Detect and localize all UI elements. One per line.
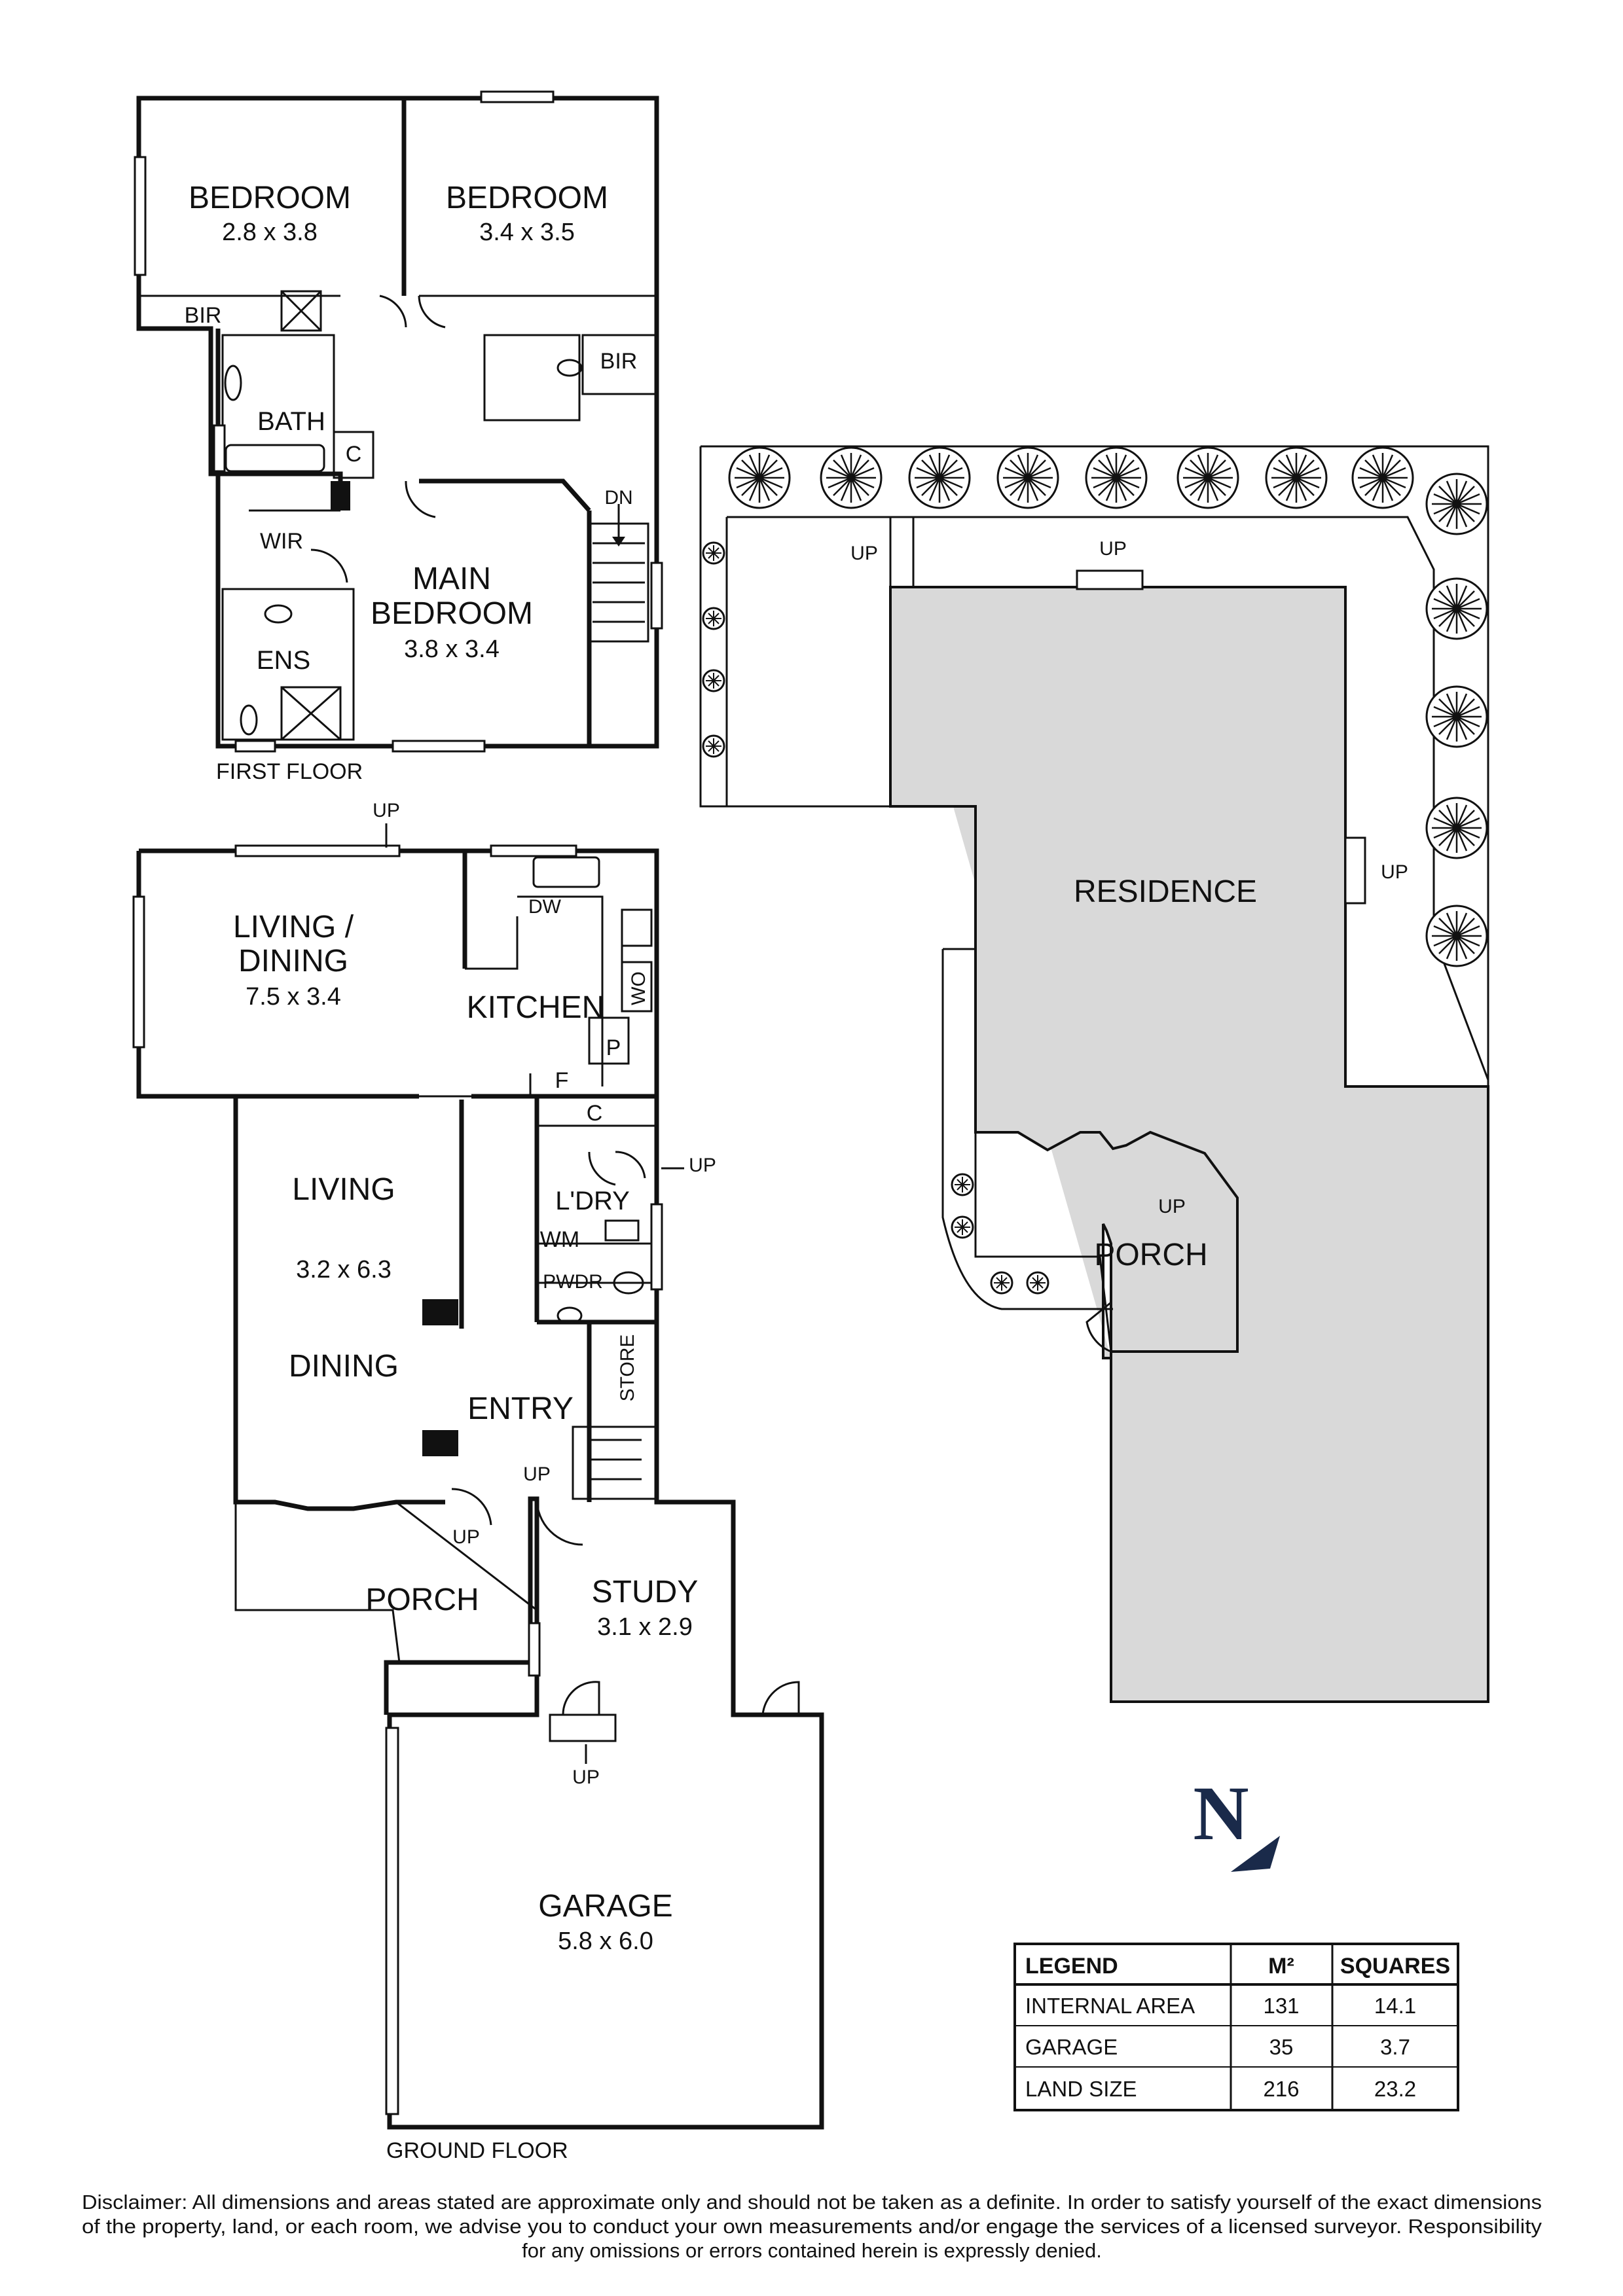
store-label: STORE	[617, 1335, 638, 1402]
legend-row-m2: 131	[1263, 1994, 1299, 2018]
cupboard-gf-label: C	[587, 1101, 603, 1126]
compass-letter: N	[1193, 1770, 1249, 1856]
ground-floor-title: GROUND FLOOR	[386, 2138, 568, 2163]
porch-label: PORCH	[365, 1583, 479, 1617]
living-label: LIVING	[292, 1172, 395, 1207]
living-dining-dims: 7.5 x 3.4	[246, 983, 341, 1011]
disclaimer-line-3: for any omissions or errors contained he…	[522, 2239, 1102, 2262]
kitchen-label: KITCHEN	[467, 990, 605, 1025]
tree-icon	[728, 446, 791, 509]
legend-row-m2: 35	[1269, 2035, 1294, 2059]
legend-row-m2: 216	[1263, 2077, 1299, 2101]
site-up-label-top: UP	[1099, 538, 1127, 560]
disclaimer: Disclaimer: All dimensions and areas sta…	[82, 2191, 1542, 2262]
living-dining-label-line1: LIVING /	[233, 910, 354, 944]
up-label-laundry: UP	[689, 1155, 716, 1176]
first-floor-title: FIRST FLOOR	[216, 759, 363, 784]
legend-header-squares: SQUARES	[1340, 1954, 1450, 1979]
site-up-label-left: UP	[850, 543, 878, 564]
tree-icon	[1265, 446, 1328, 509]
tree-icon	[1351, 446, 1414, 509]
tree-icon	[1425, 577, 1488, 640]
shrub-icon	[990, 1271, 1013, 1295]
tree-icon	[1425, 473, 1488, 535]
bath-label: BATH	[257, 407, 325, 436]
dining-label: DINING	[289, 1349, 399, 1384]
legend-header-m2: M²	[1268, 1954, 1294, 1979]
legend-row-squares: 3.7	[1380, 2035, 1410, 2059]
tree-icon	[1425, 797, 1488, 859]
disclaimer-line-2: of the property, land, or each room, we …	[82, 2215, 1542, 2238]
up-label-porch: UP	[452, 1526, 480, 1548]
dn-label: DN	[604, 487, 632, 509]
tree-icon	[1176, 446, 1239, 509]
main-bedroom-dims: 3.8 x 3.4	[404, 636, 500, 663]
living-dims: 3.2 x 6.3	[296, 1256, 392, 1283]
legend-header-label: LEGEND	[1025, 1954, 1118, 1979]
bedroom-1-dims: 2.8 x 3.8	[222, 219, 318, 246]
residence-label: RESIDENCE	[1074, 874, 1257, 909]
ground-floor-plan: LIVING / DINING 7.5 x 3.4 DW WO KITCHEN …	[132, 800, 824, 2163]
tree-icon	[1425, 905, 1488, 967]
shrub-icon	[702, 669, 725, 692]
wm-label: WM	[540, 1227, 579, 1252]
tree-icon	[1425, 685, 1488, 748]
bedroom-2-dims: 3.4 x 3.5	[479, 219, 575, 246]
shrub-icon	[1026, 1271, 1049, 1295]
garage-dims: 5.8 x 6.0	[558, 1928, 653, 1955]
legend-row-label: GARAGE	[1025, 2035, 1118, 2059]
up-label-garage: UP	[572, 1767, 600, 1788]
disclaimer-line-1: Disclaimer: All dimensions and areas sta…	[82, 2191, 1542, 2214]
bedroom-2-label: BEDROOM	[446, 181, 608, 215]
shrub-icon	[702, 541, 725, 565]
up-label-entry: UP	[523, 1463, 551, 1485]
shrub-icon	[702, 734, 725, 758]
dw-label: DW	[528, 896, 562, 918]
wir-label: WIR	[260, 529, 303, 554]
shrub-icon	[702, 607, 725, 630]
compass-north-icon: N	[1193, 1770, 1280, 1872]
study-label: STUDY	[592, 1575, 699, 1609]
garage-label: GARAGE	[538, 1889, 672, 1924]
tree-icon	[996, 446, 1059, 509]
site-up-label-right: UP	[1381, 861, 1408, 883]
cupboard-label: C	[346, 442, 362, 467]
site-porch-label: PORCH	[1094, 1238, 1207, 1272]
bedroom-1-label: BEDROOM	[189, 181, 351, 215]
tree-icon	[1085, 446, 1148, 509]
up-label-rear: UP	[373, 800, 400, 821]
shrub-icon	[951, 1173, 974, 1196]
fridge-label: F	[555, 1068, 569, 1093]
main-bedroom-label-line2: BEDROOM	[371, 596, 533, 631]
legend-row-label: LAND SIZE	[1025, 2077, 1137, 2101]
ens-label: ENS	[257, 646, 310, 675]
legend-row-squares: 14.1	[1374, 1994, 1416, 2018]
pwdr-label: PWDR	[543, 1271, 603, 1293]
site-plan: RESIDENCE PORCH UP UP UP UP	[699, 445, 1489, 1703]
site-up-label-porch: UP	[1158, 1196, 1186, 1217]
legend-row-label: INTERNAL AREA	[1025, 1994, 1195, 2018]
living-dining-label-line2: DINING	[238, 944, 348, 978]
study-dims: 3.1 x 2.9	[597, 1613, 693, 1641]
tree-icon	[820, 446, 883, 509]
legend-table: LEGEND M² SQUARES INTERNAL AREA 131 14.1…	[1013, 1943, 1459, 2111]
legend-row-squares: 23.2	[1374, 2077, 1416, 2101]
laundry-label: L'DRY	[555, 1187, 630, 1215]
main-bedroom-label-line1: MAIN	[412, 562, 491, 596]
entry-label: ENTRY	[467, 1391, 574, 1426]
bir-2-label: BIR	[600, 349, 638, 374]
shrub-icon	[951, 1215, 974, 1239]
tree-icon	[908, 446, 971, 509]
bir-1-label: BIR	[185, 303, 222, 328]
first-floor-plan: BEDROOM 2.8 x 3.8 BEDROOM 3.4 x 3.5 BIR …	[134, 90, 663, 784]
pantry-label: P	[606, 1035, 621, 1060]
wo-label: WO	[628, 971, 649, 1005]
